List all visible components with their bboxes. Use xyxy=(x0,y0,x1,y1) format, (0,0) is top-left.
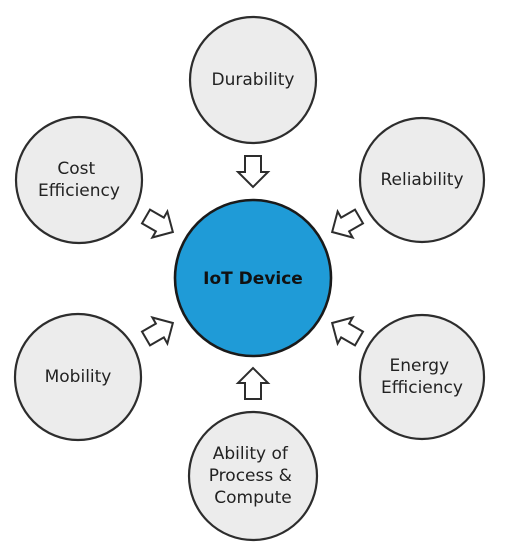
node-circle xyxy=(358,313,486,441)
node-reliability: Reliability xyxy=(358,116,486,244)
node-label-line: Efficiency xyxy=(381,378,463,398)
node-label-line: Reliability xyxy=(380,170,463,190)
node-label: Reliability xyxy=(380,170,463,190)
node-durability: Durability xyxy=(188,15,318,145)
arrow-ability-of-process-compute xyxy=(237,367,269,400)
node-label-line: Compute xyxy=(214,488,292,508)
node-label: Durability xyxy=(212,70,295,90)
node-label: Cost Efficiency xyxy=(38,159,120,201)
node-cost-efficiency: Cost Efficiency xyxy=(14,115,144,245)
node-label-line: Ability of xyxy=(213,444,289,464)
center-label: IoT Device xyxy=(203,269,303,289)
node-label-line: Process & xyxy=(209,466,292,486)
node-label-line: Cost xyxy=(57,159,95,179)
arrow-durability xyxy=(237,155,269,188)
node-circle xyxy=(358,116,486,244)
node-ability-of-process-compute: Ability of Process & Compute xyxy=(187,410,319,542)
node-energy-efficiency: Energy Efficiency xyxy=(358,313,486,441)
node-label-line: Durability xyxy=(212,70,295,90)
outer-nodes: Durability Reliability Energy Efficiency… xyxy=(13,15,486,542)
node-circle xyxy=(187,410,319,542)
node-mobility: Mobility xyxy=(13,312,143,442)
arrow-cost-efficiency xyxy=(137,202,182,246)
node-label-line: Mobility xyxy=(45,367,112,387)
arrow-energy-efficiency xyxy=(323,309,368,353)
node-label-line: Efficiency xyxy=(38,181,120,201)
center-circle xyxy=(173,198,333,358)
arrow-mobility xyxy=(137,309,182,353)
node-circle xyxy=(13,312,143,442)
node-label-line: Energy xyxy=(390,356,450,376)
node-label: Ability of Process & Compute xyxy=(209,444,298,508)
center-node: IoT Device xyxy=(173,198,333,358)
arrow-reliability xyxy=(323,202,368,246)
node-circle xyxy=(188,15,318,145)
node-label: Energy Efficiency xyxy=(381,356,463,398)
node-circle xyxy=(14,115,144,245)
node-label: Mobility xyxy=(45,367,112,387)
